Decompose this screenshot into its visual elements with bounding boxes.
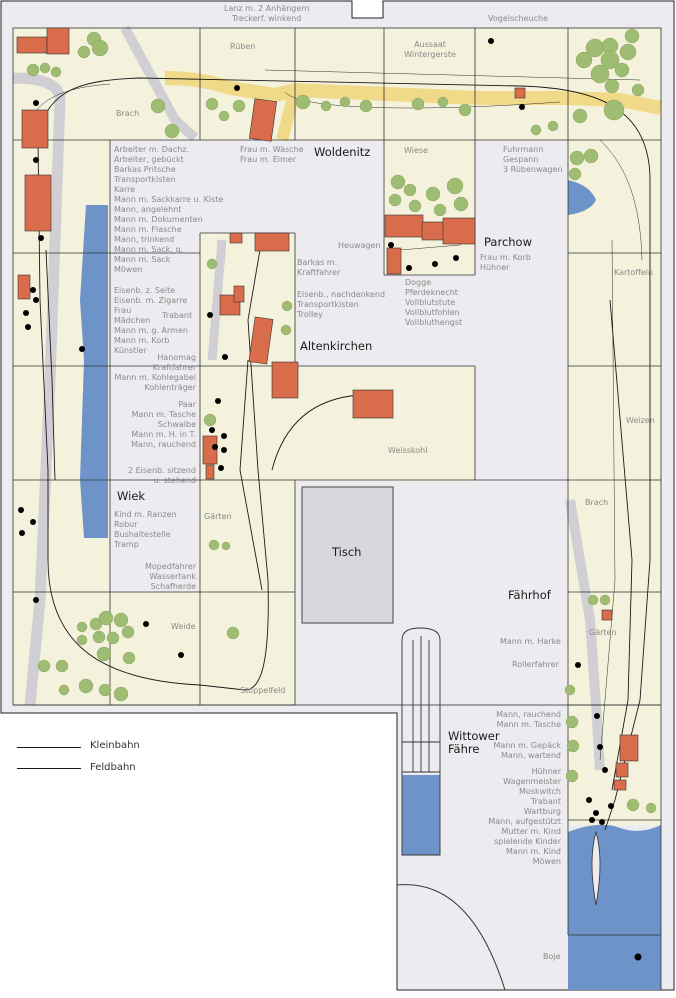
place-wittower-faehre: Wittower Fähre bbox=[448, 729, 500, 756]
label-brach-nw: Brach bbox=[116, 109, 140, 118]
label-wiese: Wiese bbox=[404, 146, 428, 155]
boat bbox=[591, 830, 601, 906]
label-faehr-list-b: Mann m. Gepäck Mann, wartend bbox=[493, 741, 562, 760]
label-gaerten-w: Gärten bbox=[204, 512, 232, 521]
label-eisenb-nachdenkend: Eisenb., nachdenkend Transportkisten Tro… bbox=[297, 290, 386, 319]
place-parchow: Parchow bbox=[484, 235, 532, 249]
place-wiek: Wiek bbox=[117, 489, 146, 503]
table bbox=[301, 486, 394, 624]
label-aussaat: Aussaat Wintergerste bbox=[404, 40, 456, 59]
label-brach-e: Brach bbox=[585, 498, 609, 507]
label-trabant-w: Trabant bbox=[162, 311, 193, 320]
kleinbahn-tracks bbox=[37, 77, 651, 831]
place-tisch: Tisch bbox=[332, 545, 362, 559]
label-fuhrmann: Fuhrmann Gespann 3 Rübenwagen bbox=[503, 145, 563, 174]
legend-feldbahn-line bbox=[17, 768, 81, 769]
label-weide: Weide bbox=[171, 622, 196, 631]
place-altenkirchen: Altenkirchen bbox=[300, 339, 373, 353]
label-dogge-list: Dogge Pferdeknecht Vollblutstute Vollblu… bbox=[405, 278, 463, 327]
buildings bbox=[16, 27, 639, 791]
label-arbeiter-list: Arbeiter m. Dachz. Arbeiter, gebückt Bar… bbox=[114, 145, 224, 274]
legend-kleinbahn-line bbox=[17, 747, 81, 748]
label-vogelscheuche: Vogelscheuche bbox=[488, 14, 548, 23]
figure-markers bbox=[18, 38, 642, 961]
grid-lines bbox=[12, 27, 662, 990]
label-frau-waesche: Frau m. Wäsche Frau m. Eimer bbox=[240, 145, 304, 164]
roads bbox=[12, 25, 663, 771]
label-faehr-list-c: Hühner Wagenmeister Moskwitch Trabant Wa… bbox=[488, 767, 561, 866]
label-mann-harke: Mann m. Harke bbox=[500, 637, 561, 646]
legend-kleinbahn: Kleinbahn bbox=[90, 740, 140, 751]
place-woldenitz: Woldenitz bbox=[314, 145, 371, 159]
label-paar-list: Paar Mann m. Tasche Schwalbe Mann m. H. … bbox=[131, 400, 196, 449]
label-heuwagen: Heuwagen bbox=[338, 241, 381, 250]
feldbahn-tracks bbox=[23, 69, 643, 761]
label-barkas-kraft: Barkas m. Kraftfahrer bbox=[297, 258, 341, 277]
label-gaerten-e: Gärten bbox=[589, 628, 617, 637]
label-kartoffeln: Kartoffeln bbox=[614, 268, 654, 277]
label-zwei-eisenb: 2 Eisenb. sitzend u. stehend bbox=[127, 466, 196, 485]
label-boje: Boje bbox=[543, 952, 561, 961]
legend-feldbahn: Feldbahn bbox=[90, 762, 136, 773]
label-faehr-list-a: Mann, rauchend Mann m. Tasche bbox=[496, 710, 561, 729]
trees bbox=[26, 28, 657, 814]
water bbox=[80, 180, 661, 990]
label-moped-list: Mopedfahrer Wassertank Schafherde bbox=[145, 562, 196, 591]
label-lanz: Lanz m. 2 Anhängern Treckerf. winkend bbox=[224, 4, 310, 23]
label-frau-korb: Frau m. Korb Hühner bbox=[480, 253, 531, 272]
label-rollerfahrer: Rollerfahrer bbox=[512, 660, 559, 669]
label-hanomag-list: Hanomag Kraftfahrer Mann m. Kohlegabel K… bbox=[114, 353, 196, 392]
ferry-pier bbox=[396, 627, 506, 991]
label-stoppelfeld: Stoppelfeld bbox=[240, 686, 286, 695]
label-frau-list: Frau Mädchen Mann m. g. Armen Mann m. Ko… bbox=[114, 306, 188, 355]
place-faehrhof: Fährhof bbox=[508, 588, 551, 602]
label-kind-list: Kind m. Ranzen Robur Bushaltestelle Tram… bbox=[114, 510, 177, 549]
label-rueben: Rüben bbox=[230, 42, 256, 51]
label-weisskohl: Weisskohl bbox=[388, 446, 428, 455]
label-eisenb-seite: Eisenb. z. Seite Eisenb. m. Zigarre bbox=[114, 286, 188, 305]
label-weizen: Weizen bbox=[626, 416, 655, 425]
